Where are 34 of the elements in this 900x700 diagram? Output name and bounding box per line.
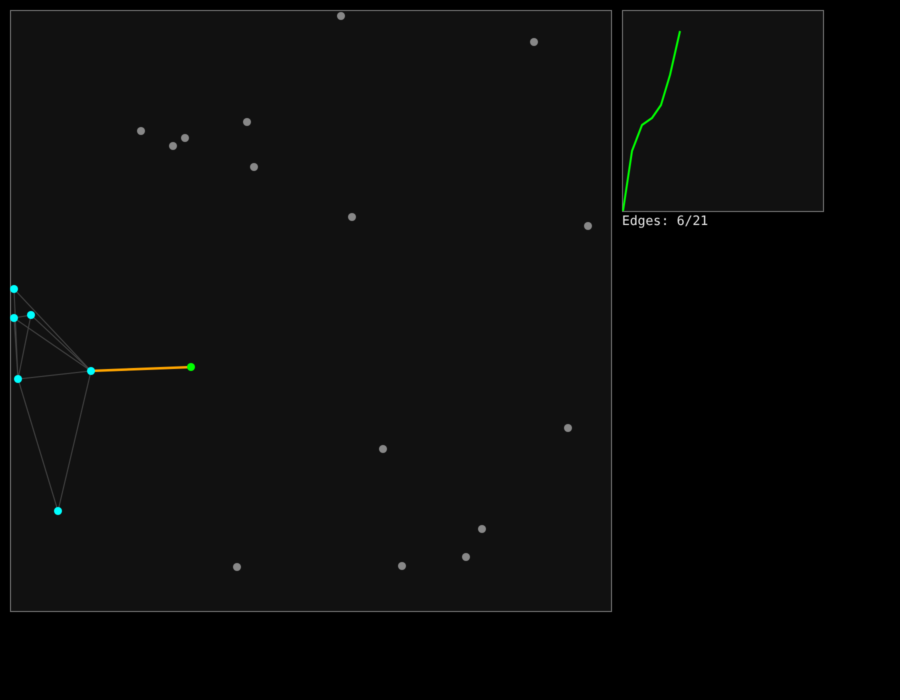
edge-count-label: Edges: 6/21 xyxy=(622,214,708,230)
vertex-dot xyxy=(337,12,345,20)
vertex-dot xyxy=(478,525,486,533)
edge-line xyxy=(33,317,89,369)
edge-line xyxy=(58,374,91,508)
vertex-dot xyxy=(14,375,22,383)
vertex-dot xyxy=(27,311,35,319)
edge-line xyxy=(18,318,31,376)
vertex-dot xyxy=(243,118,251,126)
vertex-dot xyxy=(233,563,241,571)
edge-line xyxy=(16,320,88,370)
edge-line xyxy=(17,315,28,318)
vertex-dot xyxy=(462,553,470,561)
vertex-dot xyxy=(379,445,387,453)
vertex-dot xyxy=(530,38,538,46)
vertex-dot xyxy=(169,142,177,150)
vertex-dot xyxy=(10,285,18,293)
vertex-dot xyxy=(564,424,572,432)
vertex-dot xyxy=(187,363,195,371)
edge-line xyxy=(14,322,18,376)
vertex-dot xyxy=(250,163,258,171)
vertex-dot xyxy=(181,134,189,142)
vertex-dot xyxy=(137,127,145,135)
vertex-dot xyxy=(87,367,95,375)
vertex-dot xyxy=(10,314,18,322)
vertex-dot xyxy=(584,222,592,230)
edge-line xyxy=(14,292,18,376)
edge-line xyxy=(18,382,58,508)
vertex-dot xyxy=(54,507,62,515)
vertex-dot xyxy=(398,562,406,570)
edge-line xyxy=(16,291,89,369)
vertex-dot xyxy=(348,213,356,221)
edge-line xyxy=(94,366,188,372)
edge-line xyxy=(22,370,88,380)
